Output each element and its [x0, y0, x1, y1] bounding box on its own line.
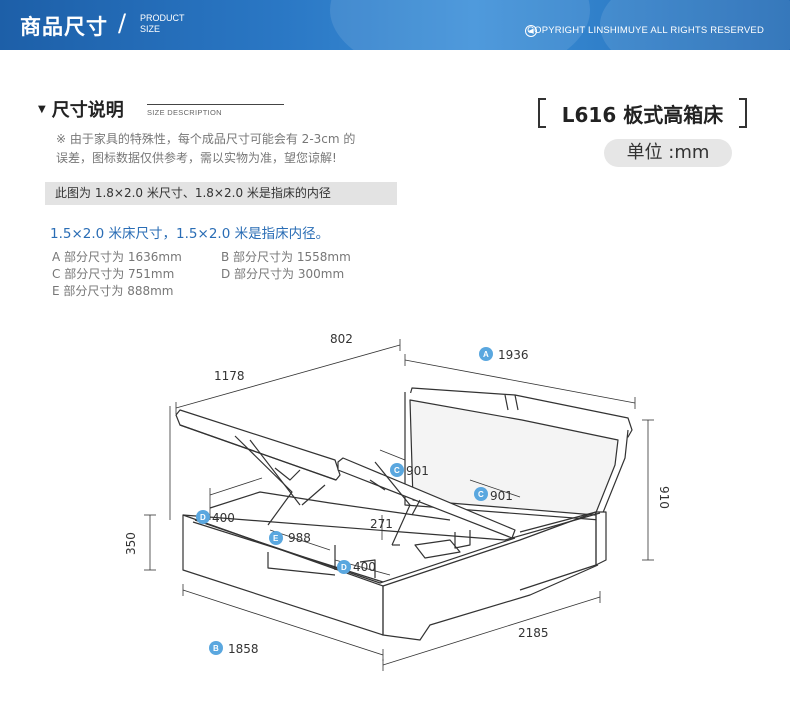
section-title: 尺寸说明 — [51, 100, 124, 121]
part-item-a: A 部分尺寸为 1636mm — [52, 250, 182, 264]
part-item-c: C 部分尺寸为 751mm — [52, 267, 175, 281]
dim-b-1858: 1858 — [228, 642, 259, 656]
banner-decoration — [330, 0, 590, 50]
note-line-1: ※ 由于家具的特殊性，每个成品尺寸可能会有 2-3cm 的 — [56, 132, 356, 146]
badge-a-icon: A — [479, 347, 493, 361]
part-item-e: E 部分尺寸为 888mm — [52, 284, 174, 298]
dim-1178: 1178 — [214, 369, 245, 383]
section-divider — [147, 104, 284, 105]
svg-text:C: C — [394, 466, 400, 475]
badge-c-icon: C — [474, 487, 488, 501]
dim-802: 802 — [330, 332, 353, 346]
header-banner: 商品尺寸 / PRODUCT SIZE ◀ COPYRIGHT LINSHIMU… — [0, 0, 790, 50]
banner-slash: / — [118, 9, 127, 37]
dim-2185: 2185 — [518, 626, 549, 640]
triangle-bullet-icon: ▼ — [38, 103, 46, 115]
dim-a-1936: 1936 — [498, 348, 529, 362]
bracket-right — [739, 98, 747, 128]
bracket-left — [538, 98, 546, 128]
dim-c-901-left: 901 — [406, 464, 429, 478]
note-line-2: 误差，图标数据仅供参考，需以实物为准，望您谅解! — [56, 151, 337, 165]
svg-text:D: D — [200, 513, 206, 522]
banner-subtitle: PRODUCT SIZE — [140, 13, 200, 35]
svg-text:A: A — [483, 350, 489, 359]
badge-d-icon: D — [337, 560, 351, 574]
dim-271: 271 — [370, 517, 393, 531]
disclaimer-note: ※ 由于家具的特殊性，每个成品尺寸可能会有 2-3cm 的 误差，图标数据仅供参… — [56, 130, 436, 168]
section-heading: ▼ 尺寸说明 — [38, 96, 124, 122]
svg-text:D: D — [341, 563, 347, 572]
part-item-d: D 部分尺寸为 300mm — [221, 267, 345, 281]
copyright-icon: ◀ — [525, 25, 537, 37]
svg-text:C: C — [478, 490, 484, 499]
svg-text:B: B — [213, 644, 219, 653]
badge-d-icon: D — [196, 510, 210, 524]
model-title: L616 板式高箱床 — [561, 103, 724, 127]
badge-e-icon: E — [269, 531, 283, 545]
model-title-box: L616 板式高箱床 — [538, 98, 747, 128]
badge-b-icon: B — [209, 641, 223, 655]
banner-decoration — [600, 0, 790, 50]
svg-text:E: E — [273, 534, 279, 543]
part-item-b: B 部分尺寸为 1558mm — [221, 250, 351, 264]
dim-c-901-right: 901 — [490, 489, 513, 503]
dim-d-400-bottom: 400 — [353, 560, 376, 574]
banner-subtitle-line2: SIZE — [140, 24, 161, 34]
section-subtitle: SIZE DESCRIPTION — [147, 108, 222, 117]
dim-910: 910 — [657, 486, 671, 509]
size-caption-blue: 1.5×2.0 米床尺寸，1.5×2.0 米是指床内径。 — [50, 226, 330, 242]
dim-350: 350 — [124, 532, 138, 555]
badge-c-icon: C — [390, 463, 404, 477]
banner-title: 商品尺寸 — [20, 15, 108, 39]
size-caption-bar: 此图为 1.8×2.0 米尺寸、1.8×2.0 米是指床的内径 — [45, 182, 397, 205]
banner-subtitle-line1: PRODUCT — [140, 13, 185, 23]
copyright-text: COPYRIGHT LINSHIMUYE ALL RIGHTS RESERVED — [527, 25, 764, 36]
dim-e-988: 988 — [288, 531, 311, 545]
unit-badge: 单位 :mm — [604, 139, 732, 167]
dim-d-400-left: 400 — [212, 511, 235, 525]
